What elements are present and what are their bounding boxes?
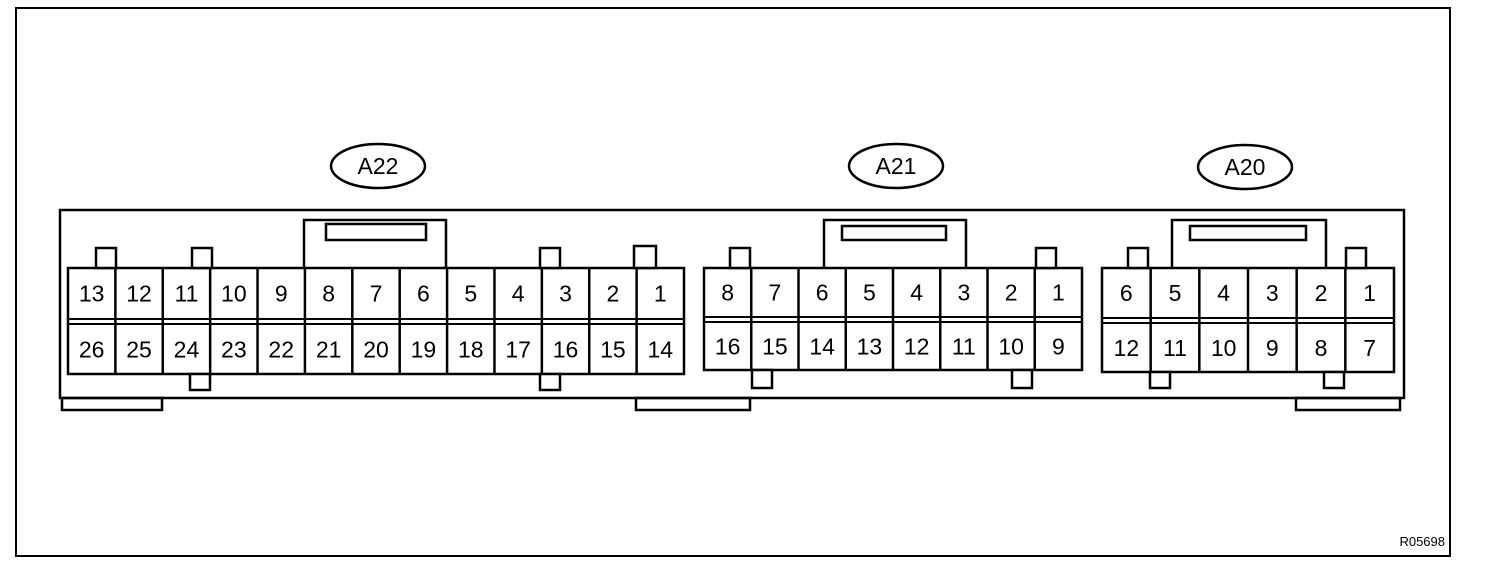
pin-label: 14 xyxy=(648,337,674,363)
pin-label: 20 xyxy=(363,337,389,363)
pin-label: 21 xyxy=(316,337,342,363)
tab-a22-bottom-1 xyxy=(188,372,212,392)
pin-label: 8 xyxy=(721,280,734,306)
tab-a22-top-4 xyxy=(632,244,658,270)
pin-label: 4 xyxy=(1217,280,1230,306)
pin-label: 7 xyxy=(1363,335,1376,361)
pin-label: 8 xyxy=(1315,335,1328,361)
pin-label: 1 xyxy=(654,281,667,307)
pin-label: 7 xyxy=(768,280,781,306)
pin-label: 7 xyxy=(370,281,383,307)
pin-grid-a20: 6 5 4 3 2 1 12 11 10 9 8 7 xyxy=(1100,266,1396,374)
connector-label-a20: A20 xyxy=(1225,154,1266,180)
tab-a22-top-1 xyxy=(94,246,118,270)
pin-label: 5 xyxy=(464,281,477,307)
lock-a22 xyxy=(302,218,448,268)
pin-label: 13 xyxy=(857,334,883,360)
pin-label: 17 xyxy=(505,337,531,363)
pin-label: 8 xyxy=(322,281,335,307)
pin-label: 6 xyxy=(1120,280,1133,306)
pin-label: 10 xyxy=(221,281,247,307)
housing-foot-left xyxy=(60,396,164,412)
pin-label: 19 xyxy=(411,337,437,363)
connector-housing xyxy=(58,208,1406,412)
pin-label: 9 xyxy=(1052,334,1065,360)
pin-label: 4 xyxy=(910,280,923,306)
guide-tabs xyxy=(94,244,1368,392)
tab-a21-top-2 xyxy=(1034,246,1058,270)
lock-a21 xyxy=(822,218,968,268)
pin-label: 11 xyxy=(175,281,199,307)
reference-code: R05698 xyxy=(1399,534,1445,549)
pin-label: 16 xyxy=(553,337,579,363)
pin-label: 3 xyxy=(1266,280,1279,306)
tab-a20-bottom-2 xyxy=(1322,370,1346,390)
tab-a22-top-3 xyxy=(538,246,562,270)
lock-a20 xyxy=(1170,218,1328,268)
pin-label: 2 xyxy=(1315,280,1328,306)
pin-grid-a21: 8 7 6 5 4 3 2 1 16 15 14 13 12 11 10 9 xyxy=(702,266,1084,372)
label-a21: A21 xyxy=(847,142,945,190)
pin-label: 15 xyxy=(762,334,788,360)
pin-label: 11 xyxy=(952,334,976,360)
diagram-frame xyxy=(15,7,1451,557)
pin-label: 2 xyxy=(1005,280,1018,306)
label-a20: A20 xyxy=(1196,143,1294,191)
pin-label: 16 xyxy=(715,334,741,360)
tab-a20-bottom-1 xyxy=(1148,370,1172,390)
pin-label: 1 xyxy=(1363,280,1376,306)
pin-label: 6 xyxy=(417,281,430,307)
pin-label: 9 xyxy=(1266,335,1279,361)
tab-a22-top-2 xyxy=(190,246,214,270)
pin-label: 22 xyxy=(268,337,294,363)
pin-label: 2 xyxy=(607,281,620,307)
pin-label: 12 xyxy=(904,334,930,360)
tab-a20-top-2 xyxy=(1344,246,1368,270)
pin-label: 11 xyxy=(1163,335,1187,361)
pin-label: 26 xyxy=(79,337,105,363)
tab-a21-bottom-1 xyxy=(750,368,774,390)
tab-a20-top-1 xyxy=(1126,246,1150,270)
pin-label: 3 xyxy=(559,281,572,307)
pin-label: 10 xyxy=(998,334,1024,360)
pin-label: 25 xyxy=(126,337,152,363)
pin-label: 14 xyxy=(809,334,835,360)
connector-label-a22: A22 xyxy=(358,153,399,179)
pin-label: 4 xyxy=(512,281,525,307)
pin-label: 23 xyxy=(221,337,247,363)
tab-a22-bottom-2 xyxy=(538,372,562,392)
pin-label: 15 xyxy=(600,337,626,363)
housing-foot-right xyxy=(1294,396,1402,412)
connector-label-a21: A21 xyxy=(876,153,917,179)
pin-label: 1 xyxy=(1052,280,1065,306)
pin-label: 18 xyxy=(458,337,484,363)
pin-label: 6 xyxy=(816,280,829,306)
label-a22: A22 xyxy=(329,142,427,190)
pin-label: 5 xyxy=(1169,280,1182,306)
tab-a21-bottom-2 xyxy=(1010,368,1034,390)
housing-foot-middle xyxy=(634,396,752,412)
pin-label: 12 xyxy=(1114,335,1140,361)
pin-label: 5 xyxy=(863,280,876,306)
pin-label: 24 xyxy=(174,337,200,363)
pin-label: 10 xyxy=(1211,335,1237,361)
pin-label: 9 xyxy=(275,281,288,307)
pin-label: 12 xyxy=(126,281,152,307)
pin-label: 13 xyxy=(79,281,105,307)
tab-a21-top-1 xyxy=(728,246,752,270)
pin-label: 3 xyxy=(957,280,970,306)
